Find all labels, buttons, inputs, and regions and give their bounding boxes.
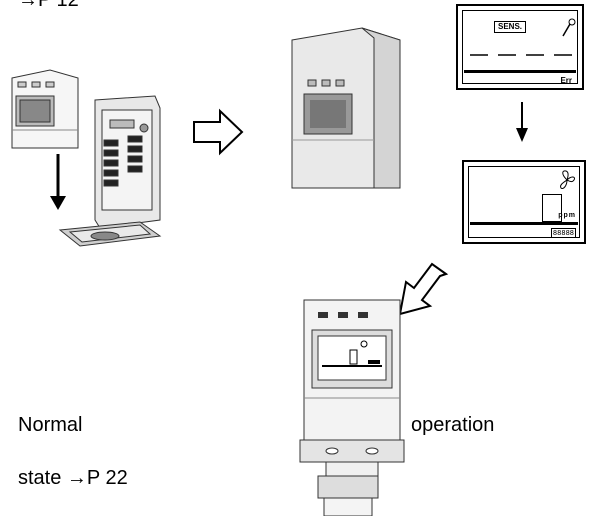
front-module <box>11 69 79 149</box>
device-closed-illustration <box>291 27 401 189</box>
unit-label: ppm <box>558 212 576 219</box>
sens-label: SENS. <box>494 21 527 33</box>
caption-state-reference: state →P 22 <box>18 467 128 489</box>
display-baseline <box>470 222 578 225</box>
caption-operation: operation <box>411 414 495 436</box>
display-panel-error: SENS. Err <box>456 4 584 90</box>
device-installed-illustration <box>299 299 405 516</box>
caption-normal: Normal <box>18 414 83 436</box>
probe-icon <box>562 18 576 37</box>
device-open-illustration <box>11 69 162 247</box>
display-panel-normal: ppm 88888 <box>462 160 586 244</box>
display-inner-frame <box>462 10 578 84</box>
right-arrow-icon <box>193 108 244 156</box>
down-arrow-icon <box>50 154 66 210</box>
down-arrow-icon <box>516 102 528 142</box>
dashed-readout <box>470 54 572 56</box>
propeller-icon <box>560 170 575 189</box>
error-status: Err <box>560 76 572 85</box>
top-page-reference: →P 12 <box>18 0 79 11</box>
display-inner-frame <box>468 166 580 238</box>
open-housing <box>58 95 162 247</box>
display-baseline <box>464 70 576 73</box>
level-bar <box>542 194 562 222</box>
digit-readout: 88888 <box>550 228 576 238</box>
